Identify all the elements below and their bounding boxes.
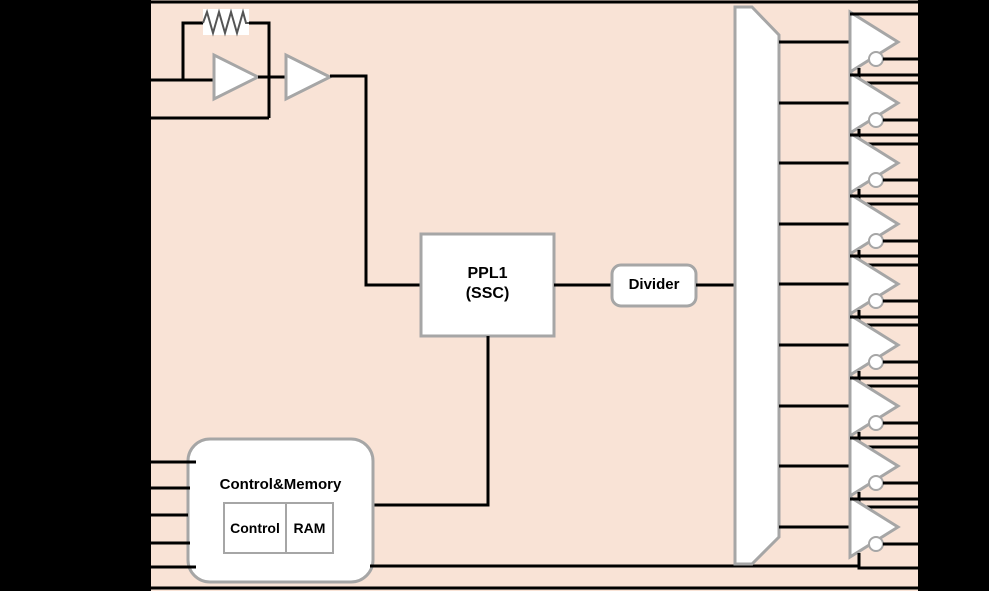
output-buffer-group <box>848 9 918 570</box>
control-subblock[interactable] <box>223 502 287 554</box>
inverting-bubble-icon <box>868 475 884 491</box>
inverting-bubble-icon <box>868 354 884 370</box>
pll-to-control-wire <box>373 336 490 507</box>
crystal-resistor-icon <box>202 8 249 37</box>
oscillator-feedback-wire <box>181 21 271 80</box>
inverting-bubble-icon <box>868 536 884 552</box>
inverting-bubble-icon <box>868 233 884 249</box>
ram-subblock[interactable] <box>285 502 334 554</box>
inverting-bubble-icon <box>868 172 884 188</box>
inverting-bubble-icon <box>868 415 884 431</box>
inverting-bubble-icon <box>868 51 884 67</box>
output-buffer-amplifier-icon <box>284 52 334 102</box>
distribution-tap-wires <box>779 40 850 529</box>
control-input-pins <box>151 460 196 569</box>
xin-pin-wire <box>151 76 271 120</box>
inverting-bubble-icon <box>868 112 884 128</box>
inverting-bubble-icon <box>868 293 884 309</box>
amp2-to-pll-wire <box>330 74 421 287</box>
divider-block[interactable] <box>610 263 698 308</box>
output-pin-stub <box>857 553 918 570</box>
oscillator-amplifier-icon <box>212 52 262 102</box>
pll1-block[interactable] <box>419 232 556 338</box>
clock-distribution-bar[interactable] <box>733 5 781 566</box>
